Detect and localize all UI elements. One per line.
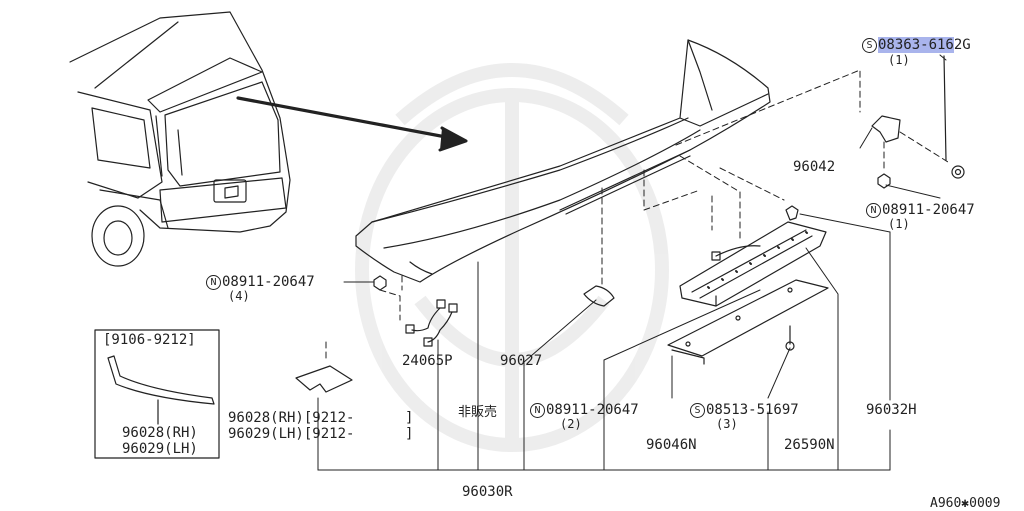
spoiler-pad [295, 365, 353, 393]
label-not-for-sale: 非販売 [458, 405, 498, 420]
inset-range-label: [9106-9212] [103, 332, 196, 348]
label-pad-lh: 96029(LH)[9212- ] [228, 426, 414, 442]
clip-part [583, 285, 615, 307]
nut-symbol-icon: N [866, 203, 881, 218]
qty-screw-bottom: (3) [716, 417, 738, 431]
bracket-part [871, 115, 901, 143]
screw-part [943, 55, 965, 179]
nut-symbol-icon: N [530, 403, 545, 418]
label-lamp: 26590N [784, 437, 835, 453]
assembly-dash-lines [325, 69, 949, 361]
qty-nut-right: (1) [888, 217, 910, 231]
screw-bottom-part [785, 325, 795, 351]
label-harness: 24065P [402, 353, 453, 369]
label-lamp-assy: 96032H [866, 402, 917, 418]
label-clip: 96027 [500, 353, 543, 369]
watermark-emblem [355, 63, 669, 452]
wiring-harness [405, 245, 761, 347]
label-spoiler-assy: 96030R [462, 484, 513, 500]
vehicle-rear-view [69, 11, 291, 267]
inset-rh-label: 96028(RH) [122, 425, 198, 441]
qty-screw-top: (1) [888, 53, 910, 67]
direction-arrow [236, 96, 468, 152]
leader-lines [317, 54, 947, 471]
qty-nut-left: (4) [228, 289, 250, 303]
part-number-suffix: 2G [953, 37, 971, 53]
inset-lh-label: 96029(LH) [122, 441, 198, 457]
screw-symbol-icon: S [690, 403, 705, 418]
nut-symbol-icon: N [206, 275, 221, 290]
screw-symbol-icon: S [862, 38, 877, 53]
nut-parts [373, 173, 891, 291]
lamp-lens-dots [707, 231, 808, 289]
label-bracket: 96042 [793, 159, 836, 175]
inset-box [94, 329, 220, 459]
qty-nut-bottom: (2) [560, 417, 582, 431]
label-lamp-cover: 96046N [646, 437, 697, 453]
lamp-cover [667, 279, 829, 365]
highlighted-part-number: 08363-616 [878, 37, 954, 53]
label-pad-rh: 96028(RH)[9212- ] [228, 410, 414, 426]
stop-lamp [679, 221, 827, 307]
figure-code: A960✱0009 [930, 496, 1001, 511]
